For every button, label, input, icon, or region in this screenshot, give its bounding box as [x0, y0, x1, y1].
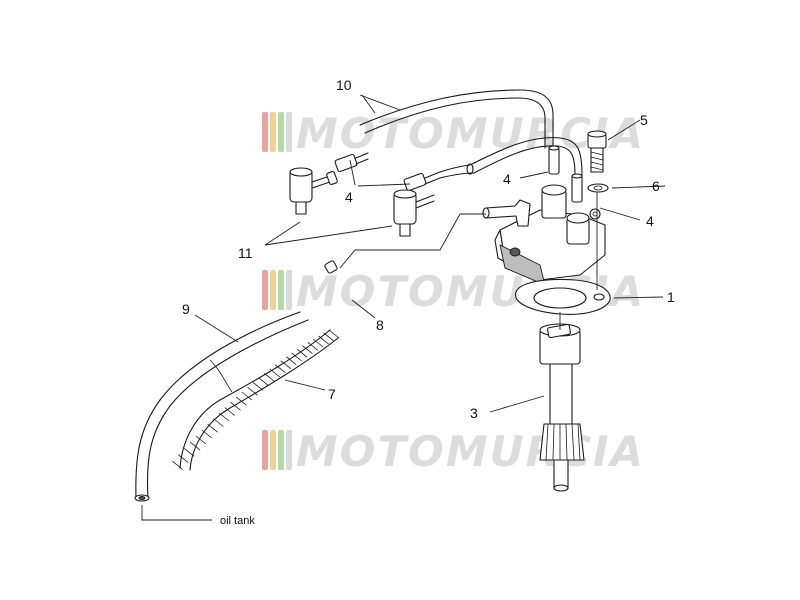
watermark-stripe-3: [278, 430, 284, 470]
part-9-hose: [134, 311, 309, 502]
callout-4-left: 4: [345, 189, 353, 205]
watermark-stripe-4: [286, 112, 292, 152]
watermark-stripe-1: [262, 112, 268, 152]
watermark-stripe-3: [278, 270, 284, 310]
watermark-text: MOTOMURCIA: [296, 427, 645, 476]
part-1-oil-pump: [482, 145, 606, 286]
watermark-top: MOTOMURCIA: [262, 109, 645, 158]
part-4-connectors: [334, 152, 475, 192]
watermark-stripe-3: [278, 112, 284, 152]
callout-labels: 10 4 4 4 5 6 1 11 8 9 7 3 oil tank: [182, 77, 675, 527]
watermark-stripe-1: [262, 270, 268, 310]
watermark-stripe-1: [262, 430, 268, 470]
callout-7: 7: [328, 386, 336, 402]
watermark-stripe-2: [270, 430, 276, 470]
part-3-drive-shaft: [539, 312, 585, 492]
part-8-pipe: [324, 213, 486, 274]
part-11-valve-left: [289, 167, 338, 215]
part-gasket: [515, 279, 611, 315]
watermark-stripe-2: [270, 270, 276, 310]
callout-9: 9: [182, 301, 190, 317]
watermark-stripe-4: [286, 430, 292, 470]
watermark-stripe-2: [270, 112, 276, 152]
callout-11: 11: [238, 245, 253, 261]
callout-3: 3: [470, 405, 478, 421]
oil-tank-label: oil tank: [220, 515, 255, 527]
callout-1: 1: [667, 289, 675, 305]
part-11-valve-right: [393, 189, 435, 237]
callout-8: 8: [376, 317, 384, 333]
leader-lines: [141, 94, 666, 521]
watermark-bottom: MOTOMURCIA: [262, 427, 645, 476]
callout-10: 10: [336, 77, 352, 93]
part-7-spring: [172, 329, 340, 471]
callout-5: 5: [640, 112, 648, 128]
callout-4-upper: 4: [503, 171, 511, 187]
part-6-washer: [587, 183, 609, 193]
callout-4-right: 4: [646, 213, 654, 229]
watermark-stripe-4: [286, 270, 292, 310]
watermark-text: MOTOMURCIA: [296, 109, 645, 158]
part-5-bolt: [587, 130, 607, 173]
callout-6: 6: [652, 178, 660, 194]
